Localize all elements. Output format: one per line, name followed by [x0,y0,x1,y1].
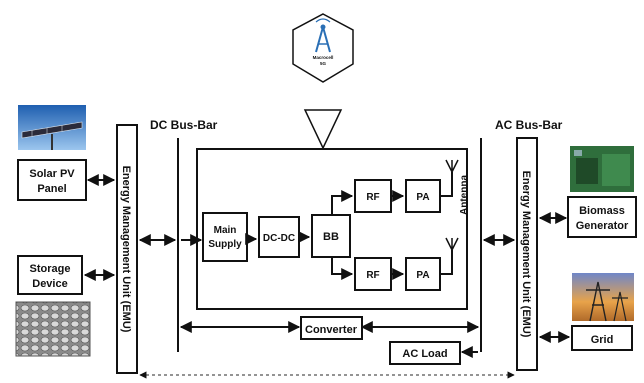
ac-load-label: AC Load [402,348,447,360]
emu-right: Energy Management Unit (EMU) [516,137,538,371]
ac-bus-label: AC Bus-Bar [495,118,563,132]
tower-icon [315,18,331,53]
macrocell-label: Macrocell [313,55,334,60]
dcdc-label: DC-DC [263,233,295,244]
ac-load-box [389,341,461,365]
rf-top-box [354,179,392,213]
main-supply-line2: Supply [208,239,242,250]
macrocell-funnel [303,109,343,150]
bb-rf-bottom-arrow [331,257,354,280]
pa-bottom-label: PA [416,270,429,281]
main-supply-box [202,212,248,262]
rf-bottom-box [354,257,392,291]
solar-pv-line1: Solar PV [29,168,75,180]
solar-pv-line2: Panel [37,183,66,195]
bb-label: BB [323,231,339,243]
solar-pv-box [17,159,87,201]
generator-icon [570,146,634,192]
grid-box [571,325,633,351]
emu-right-label: Energy Management Unit (EMU) [520,171,532,338]
power-tower-icon [572,273,634,322]
solar-pv: Solar PV Panel [17,105,87,201]
storage-device: Storage Device [15,255,91,357]
biomass-generator: Biomass Generator [567,146,637,238]
main-supply-line1: Main [214,225,237,236]
storage-line2: Device [32,278,67,290]
grid-label: Grid [591,334,614,346]
macrocell-site: Macrocell 5G [292,13,354,150]
pa-bottom-box [405,257,441,291]
antenna-top-icon [440,159,459,197]
bb-rf-top-arrow [331,190,354,215]
dc-bus-label: DC Bus-Bar [150,118,218,132]
antenna-label: Antenna [459,175,470,215]
storage-box [17,255,83,295]
emu-left: Energy Management Unit (EMU) [116,124,138,374]
pa-top-label: PA [416,192,429,203]
rf-bottom-label: RF [366,270,379,281]
emu-left-box [116,124,138,374]
biomass-line1: Biomass [579,205,625,217]
emu-right-box [516,137,538,371]
antenna-bottom-icon [440,237,459,275]
grid: Grid [571,273,634,351]
biomass-box [567,196,637,238]
battery-cells-icon [15,301,91,357]
dcdc-box [258,216,300,258]
biomass-line2: Generator [576,220,629,232]
macrocell-5g-label: 5G [320,61,327,66]
rf-top-label: RF [366,192,379,203]
emu-left-label: Energy Management Unit (EMU) [120,166,132,333]
solar-panel-icon [18,105,86,150]
converter-label: Converter [305,324,358,336]
storage-line1: Storage [30,263,71,275]
macrocell-hexagon [292,13,354,83]
